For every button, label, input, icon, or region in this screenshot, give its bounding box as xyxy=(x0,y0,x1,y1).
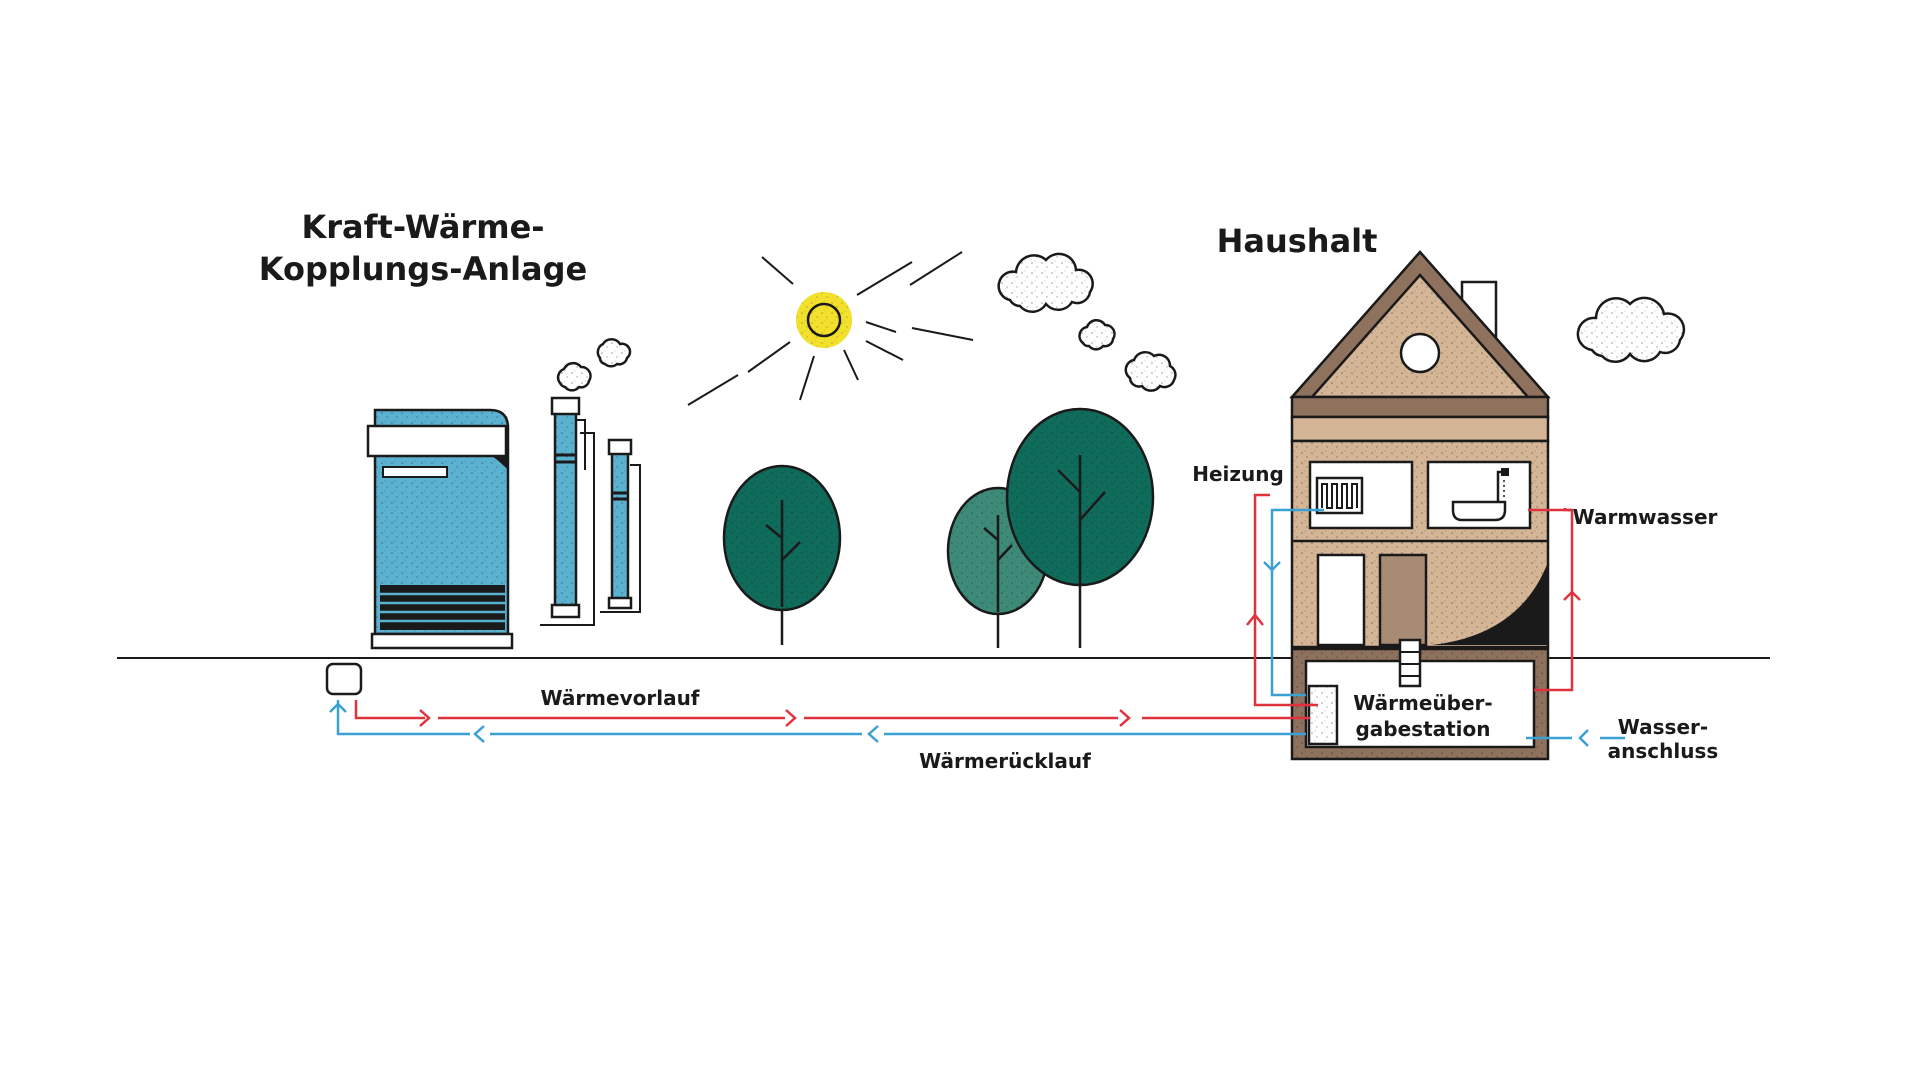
cloud-right xyxy=(1576,296,1686,363)
hot-water-label: Warmwasser xyxy=(1573,505,1718,529)
cloud-center xyxy=(997,252,1094,313)
cloud-small-2 xyxy=(1124,350,1177,392)
plant-vent xyxy=(380,585,505,630)
plant-slot xyxy=(382,466,448,478)
house-beam xyxy=(1290,395,1550,419)
cloud-small-1 xyxy=(1078,318,1116,351)
plant-title-line2: Kopplungs-Anlage xyxy=(259,250,588,288)
smoke-cloud-tiny xyxy=(596,338,632,368)
station-label-line2: gabestation xyxy=(1355,717,1490,741)
plant-title-line1: Kraft-Wärme- xyxy=(301,208,544,246)
water-connection-label-line1: Wasser- xyxy=(1618,715,1708,739)
chimney-tall xyxy=(540,396,595,626)
heating-label: Heizung xyxy=(1192,462,1284,486)
supply-label: Wärmevorlauf xyxy=(540,686,699,710)
supply-pipe xyxy=(354,493,1581,727)
house-window-ground xyxy=(1316,553,1366,647)
house: Haushalt xyxy=(1217,222,1551,761)
house-beam-lower xyxy=(1290,415,1550,443)
plant-base xyxy=(370,632,514,650)
household-title: Haushalt xyxy=(1217,222,1378,260)
house-door xyxy=(1378,553,1428,647)
tree-big xyxy=(1005,407,1155,648)
station-label-line1: Wärmeüber- xyxy=(1353,691,1492,715)
chimney-short xyxy=(600,438,641,613)
plant-connector-box xyxy=(325,662,363,696)
chp-plant: Kraft-Wärme- Kopplungs-Anlage xyxy=(259,208,641,650)
house-attic-window xyxy=(1399,332,1441,374)
tree-left xyxy=(722,464,842,645)
sun xyxy=(687,251,974,406)
plant-panel xyxy=(366,424,508,458)
ladder-icon xyxy=(1398,638,1422,688)
water-connection-label-line2: anschluss xyxy=(1608,739,1719,763)
return-label: Wärmerücklauf xyxy=(919,749,1091,773)
radiator-icon xyxy=(1315,476,1364,515)
bathtub-icon xyxy=(1451,468,1509,522)
smoke-cloud-small xyxy=(556,361,592,392)
return-pipe xyxy=(329,508,1625,747)
